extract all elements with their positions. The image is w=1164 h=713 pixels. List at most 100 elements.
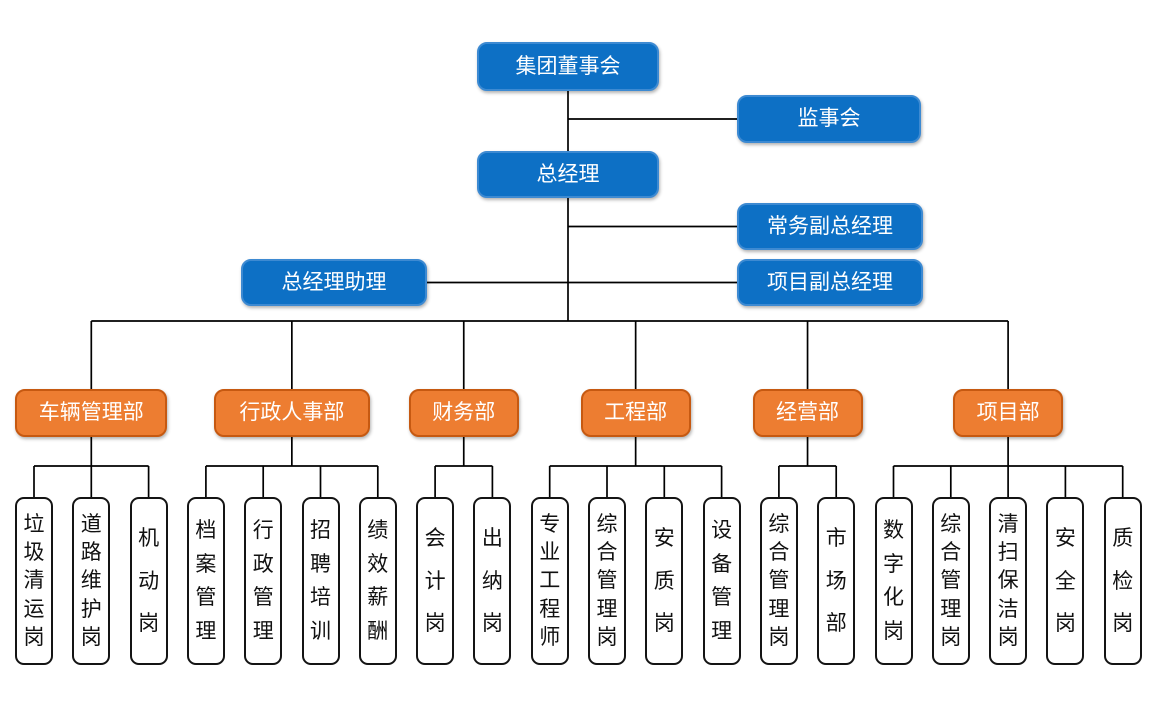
post-label-char: 化 [883, 586, 904, 610]
post-node-5-1: 综合管理岗 [931, 497, 970, 665]
post-label-char: 合 [596, 541, 618, 565]
post-label-char: 场 [825, 569, 847, 593]
post-node-1-0: 档案管理 [186, 497, 225, 665]
post-node-5-4: 质检岗 [1103, 497, 1142, 665]
post-label-char: 培 [310, 586, 331, 610]
post-label-char: 纳 [481, 569, 503, 593]
post-label-char: 数 [883, 518, 904, 542]
post-label-char: 绩 [367, 518, 389, 542]
post-label-char: 综 [940, 513, 962, 537]
post-label-char: 酬 [367, 620, 389, 644]
post-label-char: 保 [997, 569, 1019, 593]
post-label-char: 岗 [1112, 611, 1134, 635]
dept-node-1: 行政人事部 [213, 389, 370, 437]
post-label-char: 动 [138, 569, 160, 593]
post-label-char: 程 [539, 597, 561, 621]
post-label-char: 理 [252, 620, 274, 644]
node-exec-deputy-gm: 常务副总经理 [737, 203, 923, 250]
post-label-char: 管 [768, 569, 790, 593]
post-label-char: 质 [653, 569, 675, 593]
post-label-char: 检 [1112, 569, 1134, 593]
post-label-char: 安 [1054, 527, 1076, 551]
post-node-0-2: 机动岗 [129, 497, 168, 665]
post-label-char: 管 [252, 586, 274, 610]
post-label-char: 招 [310, 518, 331, 542]
node-gm-assistant: 总经理助理 [241, 259, 427, 306]
post-label-char: 洁 [997, 597, 1019, 621]
post-node-0-0: 垃圾清运岗 [15, 497, 53, 665]
post-label-char: 护 [80, 597, 102, 621]
post-node-1-1: 行政管理 [244, 497, 283, 665]
node-supervisory-board: 监事会 [737, 95, 921, 143]
post-label-char: 薪 [367, 586, 389, 610]
post-label-char: 业 [539, 541, 561, 565]
post-label-char: 圾 [23, 541, 45, 565]
post-label-char: 聘 [310, 552, 331, 576]
post-label-char: 管 [940, 569, 962, 593]
post-label-char: 清 [997, 513, 1019, 537]
post-label-char: 岗 [653, 611, 675, 635]
post-label-char: 理 [711, 620, 733, 644]
post-node-5-0: 数字化岗 [874, 497, 913, 665]
post-label-char: 路 [80, 541, 102, 565]
post-label-char: 档 [195, 518, 217, 542]
post-label-char: 设 [711, 518, 733, 542]
dept-node-0: 车辆管理部 [15, 389, 168, 437]
post-label-char: 备 [711, 552, 733, 576]
post-label-char: 训 [310, 620, 331, 644]
post-label-char: 安 [653, 527, 675, 551]
post-label-char: 岗 [768, 625, 790, 649]
post-label-char: 管 [195, 586, 217, 610]
post-label-char: 字 [883, 552, 904, 576]
post-label-char: 管 [711, 586, 733, 610]
post-label-char: 岗 [883, 620, 904, 644]
post-node-2-0: 会计岗 [416, 497, 455, 665]
post-label-char: 岗 [424, 611, 446, 635]
post-label-char: 专 [539, 513, 561, 537]
dept-node-5: 项目部 [953, 389, 1064, 437]
post-label-char: 理 [195, 620, 217, 644]
dept-node-3: 工程部 [580, 389, 691, 437]
post-label-char: 政 [252, 552, 274, 576]
post-node-1-3: 绩效薪酬 [358, 497, 397, 665]
post-label-char: 综 [596, 513, 618, 537]
post-label-char: 岗 [481, 611, 503, 635]
post-node-4-0: 综合管理岗 [759, 497, 798, 665]
post-label-char: 扫 [997, 541, 1019, 565]
post-label-char: 会 [424, 527, 446, 551]
post-label-char: 岗 [138, 611, 160, 635]
post-label-char: 管 [596, 569, 618, 593]
node-board-of-directors: 集团董事会 [477, 42, 659, 91]
post-label-char: 效 [367, 552, 389, 576]
post-label-char: 岗 [80, 625, 102, 649]
post-label-char: 理 [940, 597, 962, 621]
post-node-3-0: 专业工程师 [530, 497, 569, 665]
post-label-char: 运 [23, 597, 45, 621]
post-label-char: 清 [23, 569, 45, 593]
post-node-1-2: 招聘培训 [301, 497, 340, 665]
post-node-5-3: 安全岗 [1046, 497, 1085, 665]
dept-node-2: 财务部 [408, 389, 519, 437]
node-project-deputy-gm: 项目副总经理 [737, 259, 923, 306]
post-label-char: 工 [539, 569, 561, 593]
post-label-char: 案 [195, 552, 217, 576]
post-node-3-1: 综合管理岗 [588, 497, 626, 665]
post-label-char: 岗 [997, 625, 1019, 649]
post-label-char: 质 [1112, 527, 1134, 551]
post-node-3-2: 安质岗 [645, 497, 684, 665]
post-label-char: 师 [539, 625, 561, 649]
post-label-char: 综 [768, 513, 790, 537]
post-label-char: 岗 [23, 625, 45, 649]
post-node-3-3: 设备管理 [702, 497, 741, 665]
node-general-manager: 总经理 [477, 151, 659, 198]
dept-node-4: 经营部 [752, 389, 863, 437]
post-label-char: 计 [424, 569, 446, 593]
post-label-char: 垃 [23, 513, 45, 537]
post-label-char: 合 [768, 541, 790, 565]
post-label-char: 部 [825, 611, 847, 635]
post-label-char: 行 [252, 518, 274, 542]
post-node-5-2: 清扫保洁岗 [989, 497, 1028, 665]
post-label-char: 理 [768, 597, 790, 621]
